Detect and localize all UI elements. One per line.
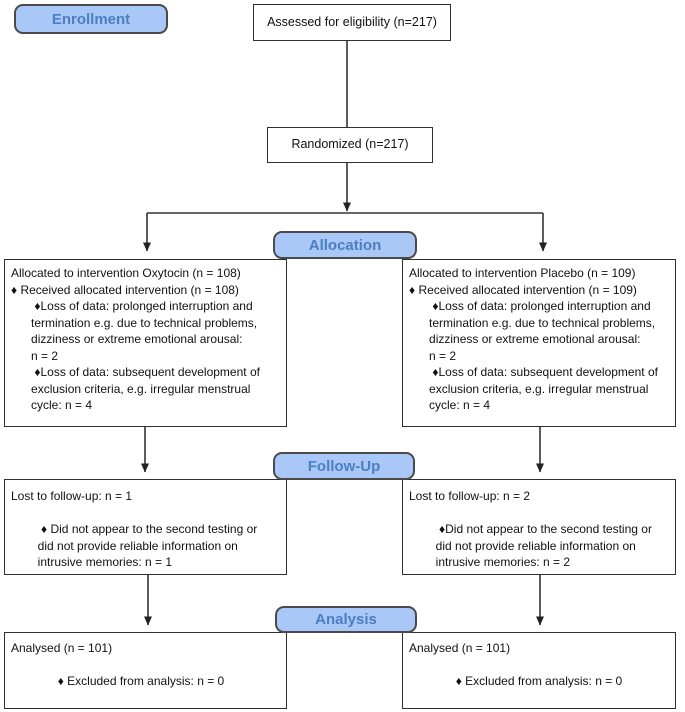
box-analysis-oxytocin: Analysed (n = 101) ♦ Excluded from analy… [4,632,287,709]
stage-label-allocation: Allocation [273,231,417,259]
box-followup-oxytocin: Lost to follow-up: n = 1 ♦ Did not appea… [4,479,287,575]
box-analysis-placebo: Analysed (n = 101) ♦ Excluded from analy… [402,632,676,709]
stage-label-analysis: Analysis [275,606,417,633]
stage-label-followup: Follow-Up [273,452,415,480]
box-assessed-eligibility: Assessed for eligibility (n=217) [253,4,451,41]
box-allocation-oxytocin: Allocated to intervention Oxytocin (n = … [4,259,287,427]
box-followup-placebo: Lost to follow-up: n = 2 ♦Did not appear… [402,479,676,575]
box-allocation-placebo: Allocated to intervention Placebo (n = 1… [402,259,676,427]
stage-label-enrollment: Enrollment [14,4,168,34]
box-randomized: Randomized (n=217) [267,127,433,163]
